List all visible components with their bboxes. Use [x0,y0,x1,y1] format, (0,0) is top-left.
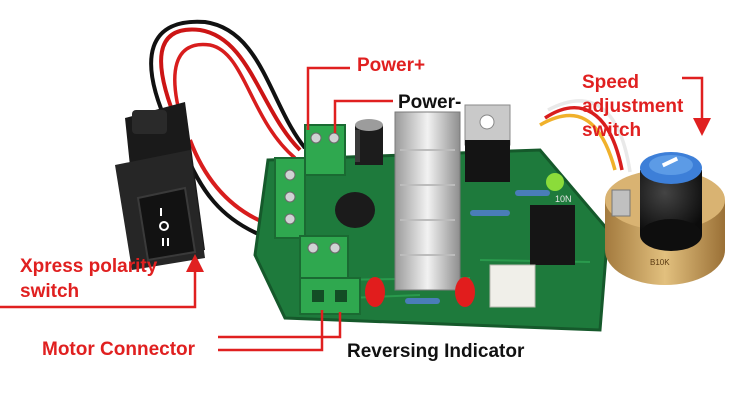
rocker-switch [115,102,205,270]
polarity-arrow [0,270,197,309]
reversing-indicator-label: Reversing Indicator [347,341,525,362]
pot-label: B10K [650,258,670,267]
power-terminal [304,124,346,176]
speed-label-line2: adjustment [582,96,684,117]
speed-label-line1: Speed [582,72,640,93]
motor-connector-label: Motor Connector [42,339,196,360]
heatsink [394,111,461,291]
polarity-label-line1: Xpress polarity [20,256,158,277]
speed-connector [489,264,536,308]
pcb-board: 10N [253,104,610,332]
motor-connector-line [218,310,324,352]
polarity-label-line2: switch [20,281,80,302]
knob [640,152,702,251]
green-led [546,173,564,191]
annotation-lines [0,66,711,352]
rocker-markings [159,208,169,246]
power-minus-label: Power- [398,92,462,113]
power-plus-label: Power+ [357,55,426,76]
ic-label: 10N [555,194,572,204]
reversing-indicator-led [365,277,475,307]
motor-connector [299,277,361,315]
electrolytic-capacitor [355,119,383,165]
ic-chip: 10N [530,194,575,265]
voltage-regulator [464,104,511,182]
speed-potentiometer: B10K [605,152,725,285]
pot-wires [539,99,632,173]
speed-label-line3: switch [582,120,642,141]
power-plus-arrow [306,66,350,130]
power-minus-arrow [333,99,393,133]
side-terminal [274,157,306,239]
mosfet-transistor [335,192,375,228]
reversing-indicator-line [218,312,342,339]
speed-arrow [682,76,704,125]
